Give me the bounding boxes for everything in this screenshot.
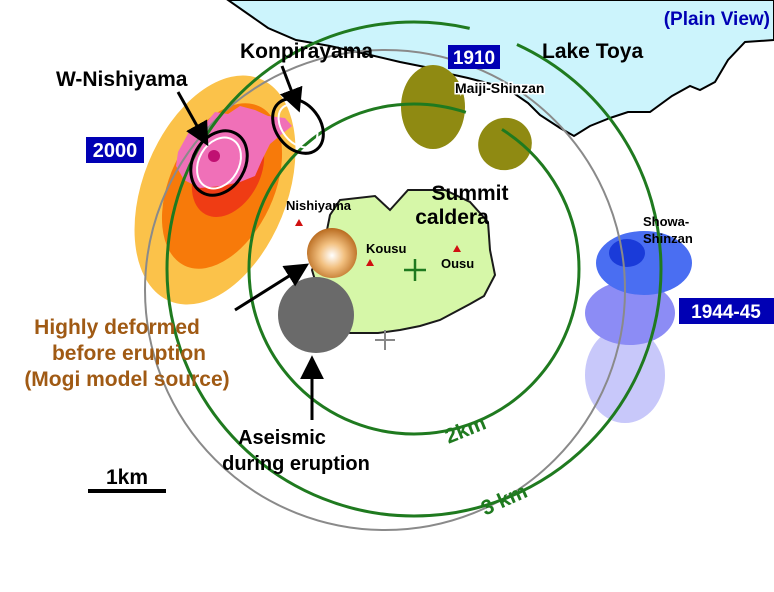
showa-shinzan-label-line1: Showa- bbox=[643, 214, 689, 229]
konpirayama-label: Konpirayama bbox=[240, 40, 373, 63]
w-nishiyama-ring-core bbox=[208, 150, 220, 162]
aseismic-annotation-line1: Aseismic bbox=[238, 427, 326, 449]
konpirayama-ring-outer bbox=[271, 97, 325, 155]
w-nishiyama-ring-inner bbox=[196, 136, 242, 190]
showa-blob-dark bbox=[609, 239, 645, 267]
year-label-1944: 1944-45 bbox=[691, 302, 761, 323]
secondary-center-cross bbox=[375, 330, 395, 350]
showa-blob-light bbox=[585, 327, 665, 423]
showa-shinzan-label-line2: Shinzan bbox=[643, 231, 693, 246]
kousu-label: Kousu bbox=[366, 241, 407, 256]
year-box-1910 bbox=[448, 45, 500, 69]
deformed-annotation-line2: before eruption bbox=[52, 342, 206, 365]
nishiyama-peak-marker bbox=[295, 219, 303, 226]
summit-caldera-label-line1: Summit bbox=[431, 182, 508, 205]
arrow-to-w-nishiyama bbox=[176, 91, 209, 147]
w-nishiyama-ring-outer bbox=[189, 129, 249, 197]
mogi-model-source bbox=[307, 228, 357, 278]
kousu-peak-marker bbox=[366, 259, 374, 266]
ring-2km bbox=[247, 102, 581, 436]
aseismic-annotation-line2: during eruption bbox=[222, 453, 370, 475]
arrow-to-mogi-source bbox=[234, 263, 310, 312]
lake-toya-label: Lake Toya bbox=[542, 40, 643, 63]
lake-toya-area bbox=[226, 0, 774, 138]
grey-ring bbox=[144, 49, 626, 531]
year-label-1910: 1910 bbox=[453, 48, 495, 69]
plain-view-label: (Plain View) bbox=[664, 9, 770, 30]
maiji-shinzan-blob-large bbox=[401, 65, 465, 149]
aseismic-zone bbox=[278, 277, 354, 353]
deformed-annotation-line3: (Mogi model source) bbox=[24, 368, 229, 391]
ousu-peak-marker bbox=[453, 245, 461, 252]
scale-bar-label: 1km bbox=[106, 466, 148, 489]
deformed-annotation-line1: Highly deformed bbox=[34, 316, 200, 339]
year-box-1944 bbox=[679, 298, 774, 324]
arrow-to-konpirayama bbox=[279, 65, 303, 113]
nishiyama-label: Nishiyama bbox=[286, 198, 352, 213]
year-label-2000: 2000 bbox=[93, 140, 138, 162]
ousu-label: Ousu bbox=[441, 256, 474, 271]
summit-center-cross bbox=[404, 259, 426, 281]
ring-3km-label: 3 km bbox=[478, 480, 531, 520]
maiji-shinzan-blob-small bbox=[478, 117, 532, 171]
ring-3km bbox=[165, 20, 663, 518]
summit-caldera-label-line2: caldera bbox=[415, 206, 489, 229]
w-nishiyama-label: W-Nishiyama bbox=[56, 68, 188, 91]
ring-2km-label: 2km bbox=[442, 411, 490, 448]
maiji-shinzan-label: Maiji-Shinzan bbox=[455, 80, 544, 96]
year-box-2000 bbox=[86, 137, 144, 163]
